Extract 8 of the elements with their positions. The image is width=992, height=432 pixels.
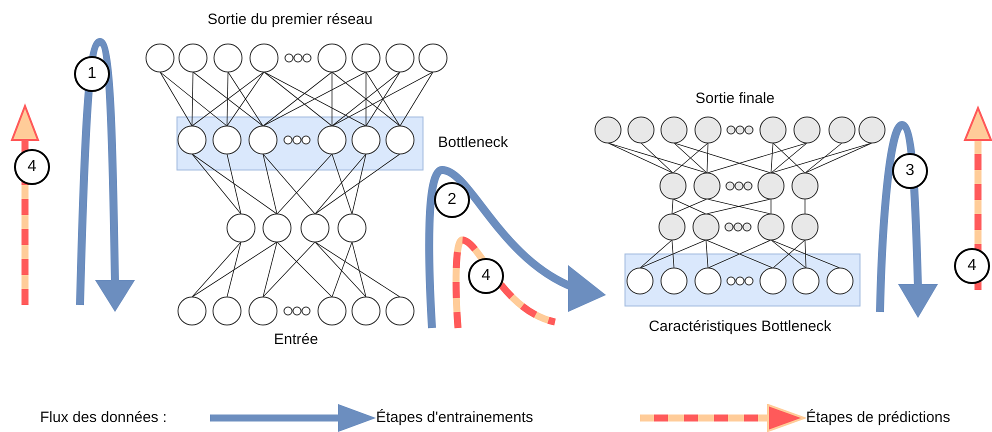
caption-text: Entrée (274, 331, 318, 349)
caption-text: Sortie du premier réseau (207, 11, 373, 29)
legend-text: Étapes de prédictions (806, 408, 950, 428)
caption-text: Sortie finale (695, 90, 775, 108)
caption-text: Flux des données : (40, 409, 167, 427)
caption-text: Caractéristiques Bottleneck (648, 318, 832, 336)
legend-text: Étapes d'entrainements (376, 408, 534, 428)
caption-text: Bottleneck (438, 134, 508, 152)
